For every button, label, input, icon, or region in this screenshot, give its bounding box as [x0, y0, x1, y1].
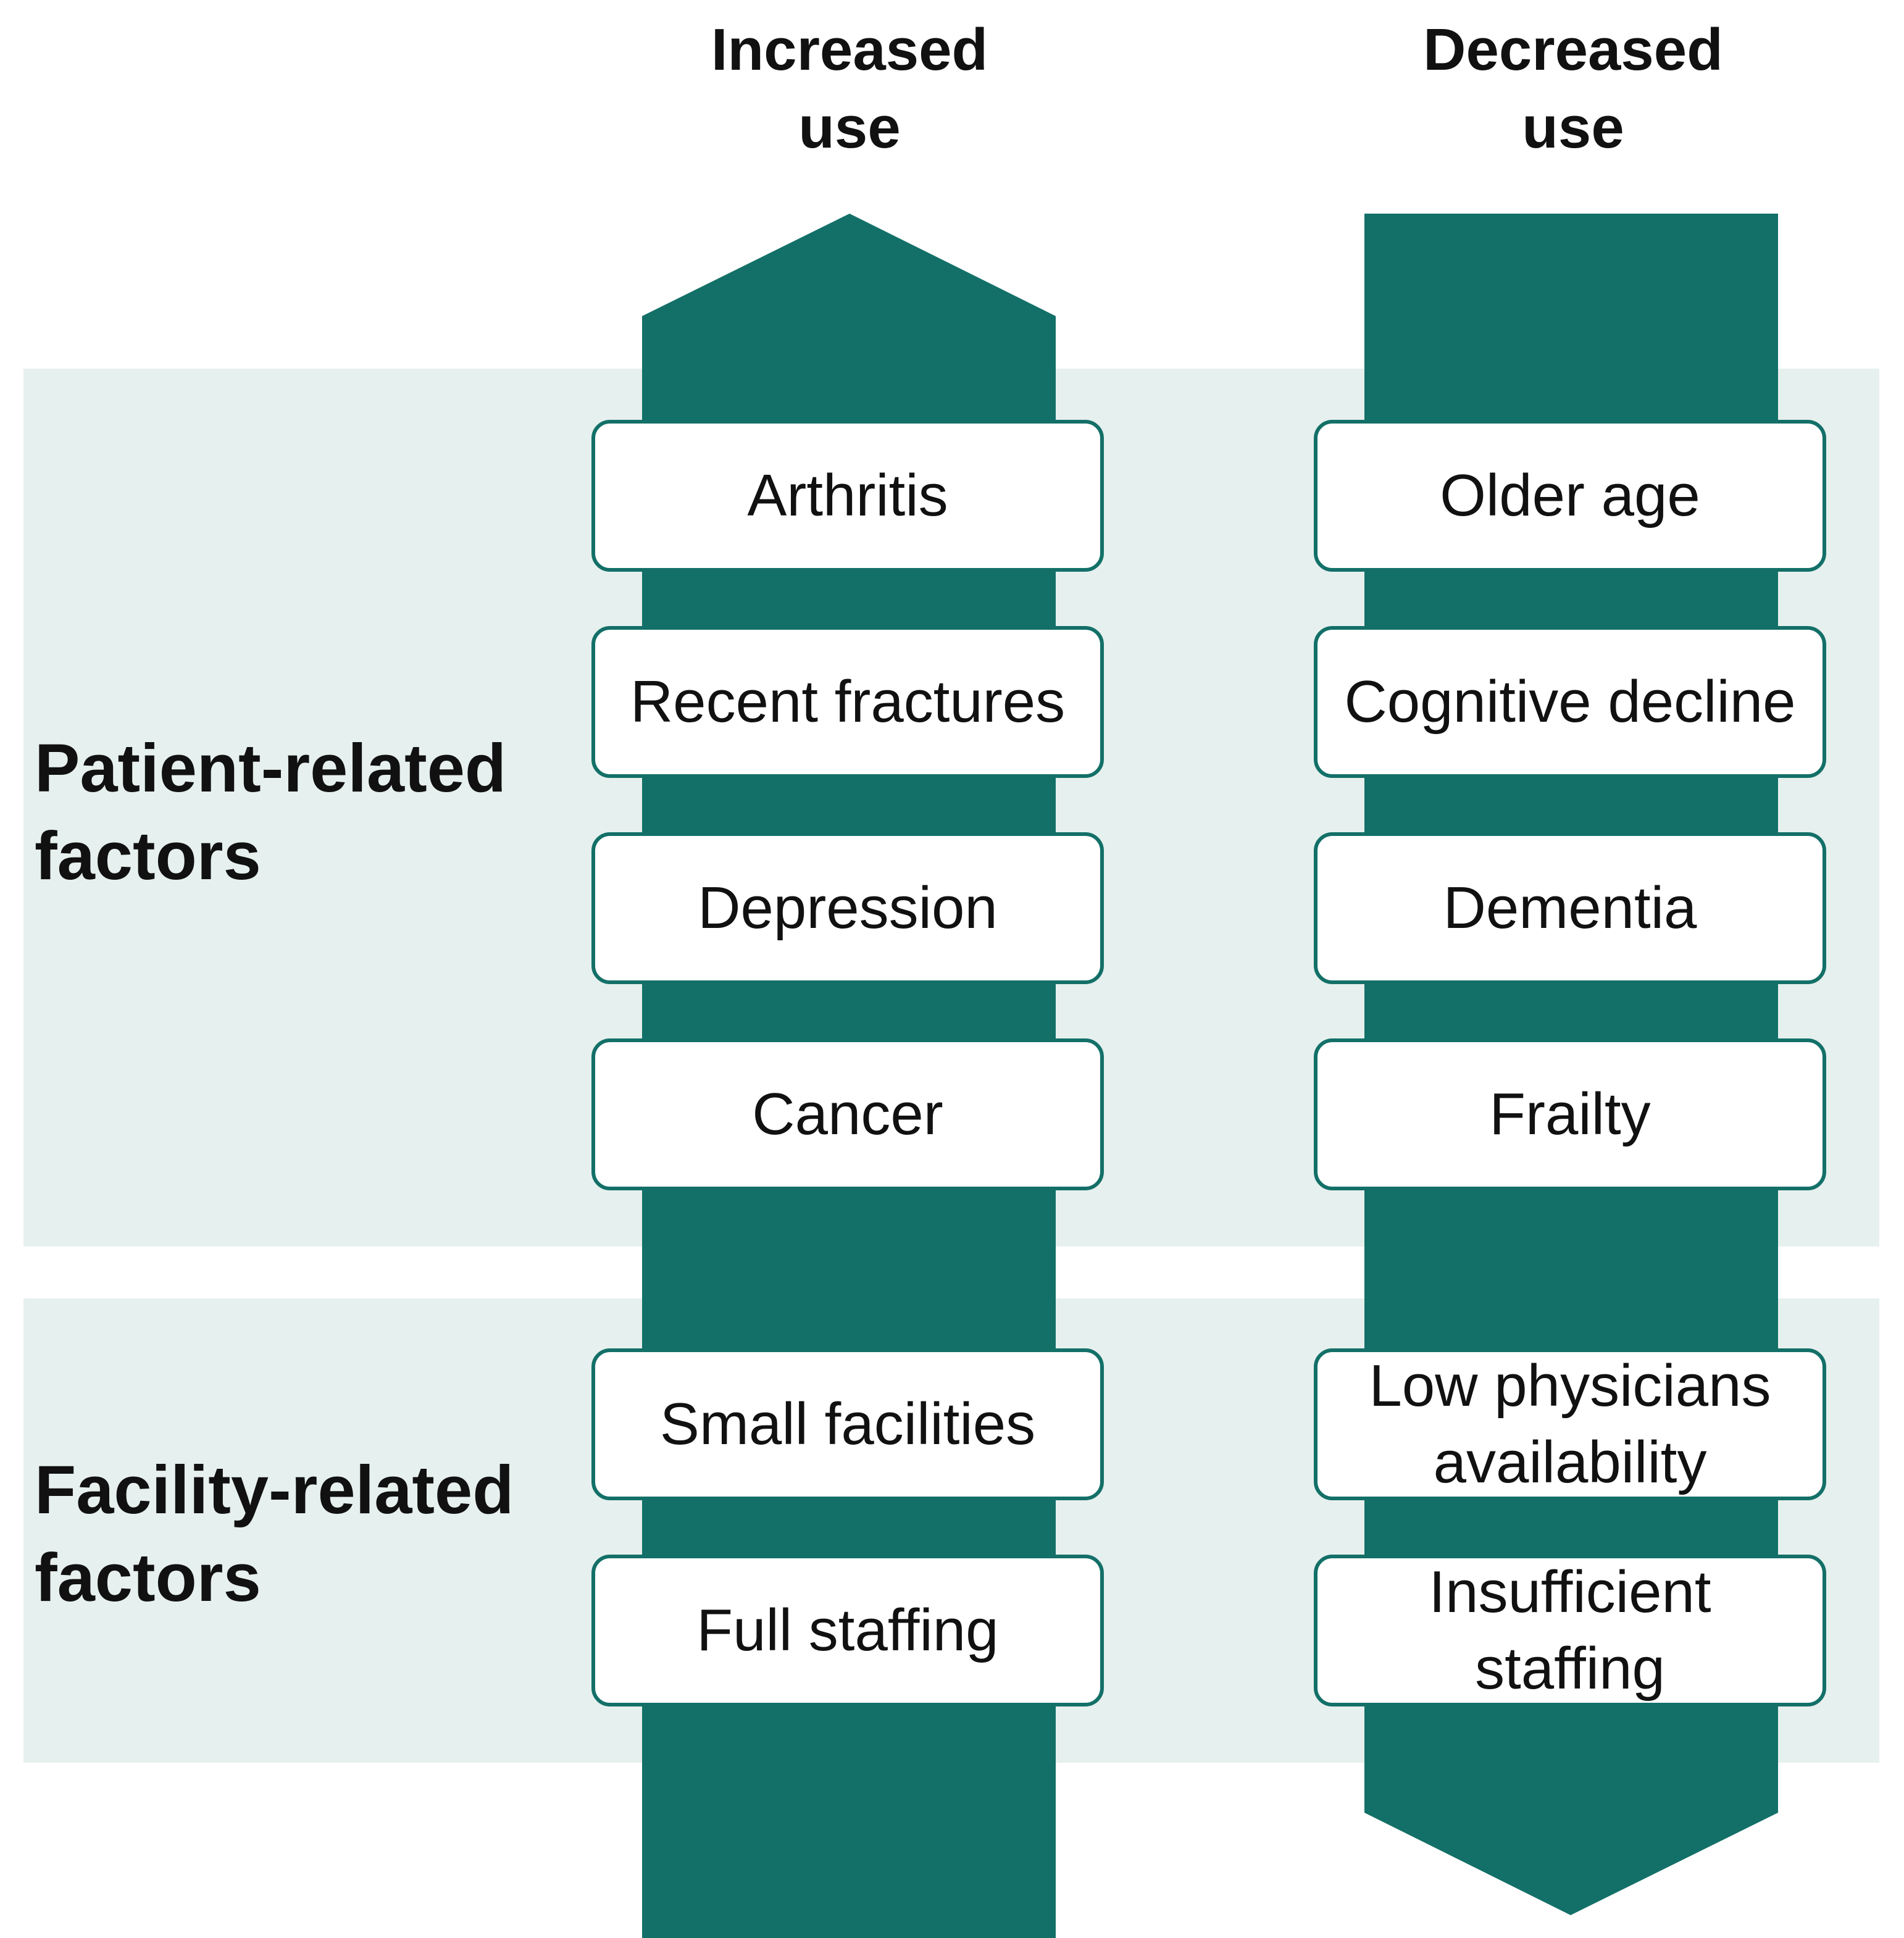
factor-box-recent-fractures: Recent fractures — [591, 626, 1104, 778]
factor-box-cancer: Cancer — [591, 1038, 1104, 1190]
factor-box-older-age: Older age — [1314, 420, 1826, 572]
facility-related-factors-label: Facility-related factors — [35, 1452, 514, 1616]
factor-box-small-facilities: Small facilities — [591, 1348, 1104, 1500]
factor-box-frailty: Frailty — [1314, 1038, 1826, 1190]
factor-box-full-staffing: Full staffing — [591, 1555, 1104, 1706]
factor-box-cognitive-decline: Cognitive decline — [1314, 626, 1826, 778]
factor-box-depression: Depression — [591, 832, 1104, 984]
patient-related-factors-label: Patient-related factors — [35, 730, 507, 894]
factor-box-arthritis: Arthritis — [591, 420, 1104, 572]
factor-box-insufficient-staffing: Insufficient staffing — [1314, 1555, 1826, 1706]
decreased-use-header: Decreased use — [1423, 17, 1723, 161]
factor-box-dementia: Dementia — [1314, 832, 1826, 984]
increased-use-header: Increased use — [711, 17, 988, 161]
factor-box-low-physicians-availability: Low physicians availability — [1314, 1348, 1826, 1500]
